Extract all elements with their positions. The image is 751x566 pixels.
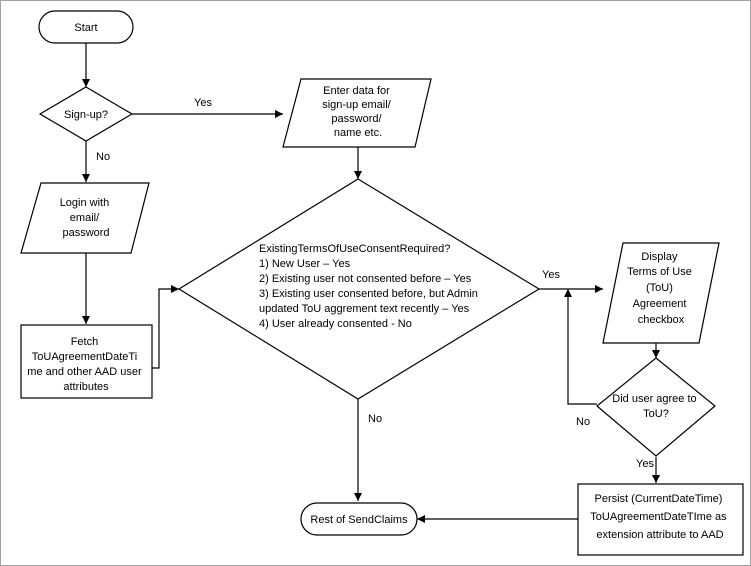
agree-decision-text: Did user agree to ToU? — [612, 393, 699, 420]
fetch-line: attributes — [63, 381, 109, 393]
edge-labels: Yes No Yes No No Yes — [96, 97, 654, 470]
consent-line: 3) Existing user consented before, but A… — [259, 288, 478, 300]
rest-label: Rest of SendClaims — [310, 514, 408, 526]
signup-decision-node: Sign-up? — [38, 86, 134, 142]
signup-decision-label: Sign-up? — [64, 109, 108, 121]
enter-data-text: Enter data for sign-up email/ password/ … — [322, 85, 394, 139]
consent-line: 2) Existing user not consented before – … — [259, 273, 472, 285]
enter-data-line: Enter data for — [323, 85, 390, 97]
persist-line: ToUAgreementDateTIme as — [590, 511, 727, 523]
persist-text: Persist (CurrentDateTime) ToUAgreementDa… — [590, 493, 729, 541]
consent-line: 1) New User – Yes — [259, 258, 351, 270]
enter-data-node: Enter data for sign-up email/ password/ … — [282, 78, 432, 148]
login-line: Login with — [60, 197, 110, 209]
display-tou-text: Display Terms of Use (ToU) Agreement che… — [627, 251, 695, 326]
fetch-node: Fetch ToUAgreementDateTi me and other AA… — [20, 324, 153, 399]
enter-data-line: password/ — [331, 113, 382, 125]
display-tou-node: Display Terms of Use (ToU) Agreement che… — [602, 242, 720, 344]
persist-line: extension attribute to AAD — [596, 529, 723, 541]
consent-line: 4) User already consented - No — [259, 318, 412, 330]
edge-label-signup-yes: Yes — [194, 97, 212, 109]
fetch-line: Fetch — [71, 336, 99, 348]
display-tou-line: (ToU) — [646, 282, 673, 294]
consent-decision-text: ExistingTermsOfUseConsentRequired? 1) Ne… — [259, 243, 481, 330]
edge-label-signup-no: No — [96, 151, 110, 163]
enter-data-line: name etc. — [334, 127, 382, 139]
agree-decision-node: Did user agree to ToU? — [596, 357, 716, 457]
enter-data-line: sign-up email/ — [322, 99, 391, 111]
fetch-line: ToUAgreementDateTi — [32, 351, 137, 363]
start-label: Start — [74, 22, 97, 34]
display-tou-line: Agreement — [633, 298, 687, 310]
consent-line: ExistingTermsOfUseConsentRequired? — [259, 243, 450, 255]
edge-fetch-consent — [152, 285, 179, 369]
edge-label-agree-no: No — [576, 416, 590, 428]
edge-label-consent-yes: Yes — [542, 269, 560, 281]
edge-label-consent-no: No — [368, 413, 382, 425]
login-node: Login with email/ password — [20, 182, 150, 254]
consent-line: updated ToU aggrement text recently – Ye… — [259, 303, 470, 315]
rest-node: Rest of SendClaims — [300, 502, 418, 536]
login-line: password — [62, 227, 109, 239]
persist-node: Persist (CurrentDateTime) ToUAgreementDa… — [577, 483, 744, 556]
fetch-line: me and other AAD user — [27, 366, 142, 378]
login-text: Login with email/ password — [60, 197, 113, 239]
display-tou-line: checkbox — [638, 314, 685, 326]
edge-agree-no — [564, 289, 597, 405]
agree-line: Did user agree to — [612, 393, 696, 405]
display-tou-line: Display — [641, 251, 678, 263]
consent-decision-node: ExistingTermsOfUseConsentRequired? 1) Ne… — [177, 178, 541, 400]
fetch-text: Fetch ToUAgreementDateTi me and other AA… — [27, 336, 144, 393]
display-tou-line: Terms of Use — [627, 266, 692, 278]
edge-label-agree-yes: Yes — [636, 458, 654, 470]
connectors — [82, 43, 660, 523]
persist-line: Persist (CurrentDateTime) — [594, 493, 722, 505]
agree-line: ToU? — [643, 408, 669, 420]
login-line: email/ — [70, 212, 100, 224]
start-node: Start — [38, 10, 134, 44]
